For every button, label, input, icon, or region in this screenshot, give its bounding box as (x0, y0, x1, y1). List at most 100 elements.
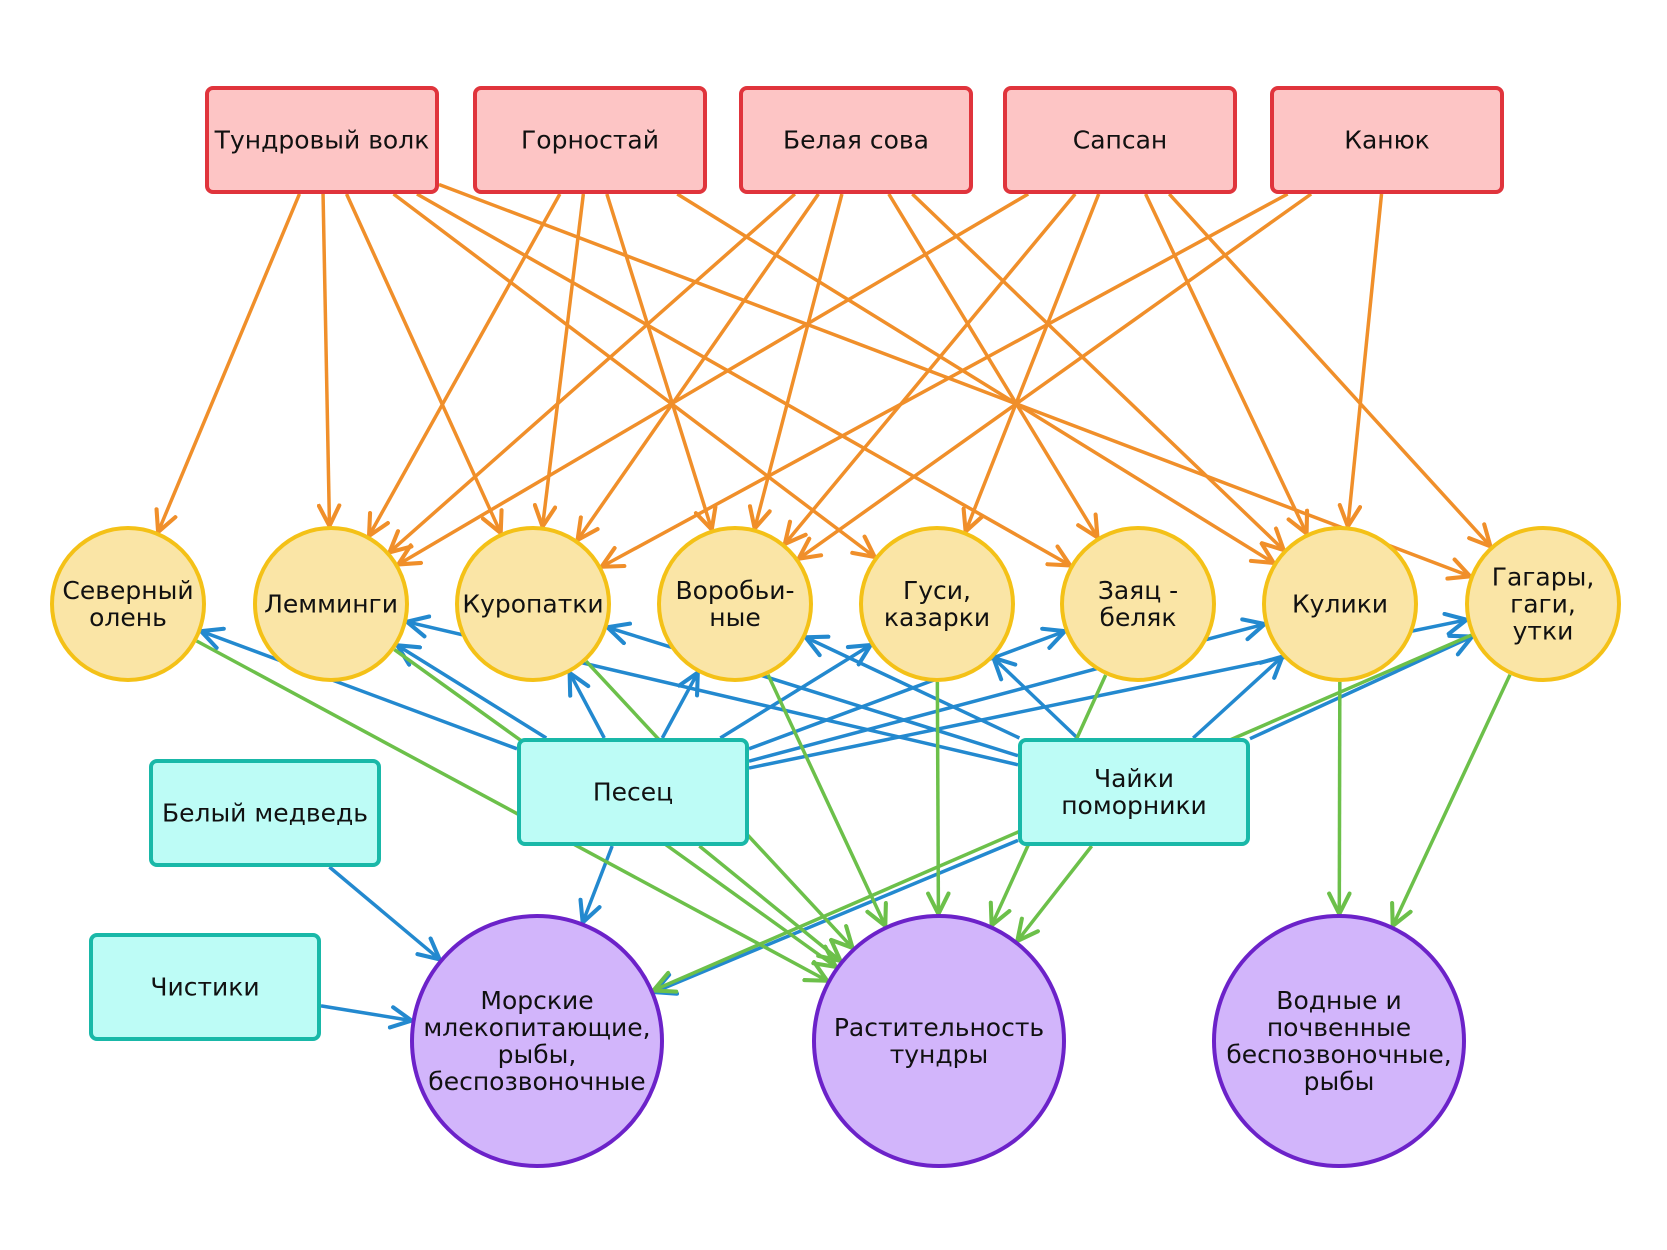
edge-falcon-to-lemmings (396, 192, 1030, 567)
node-box (517, 738, 749, 846)
wolf-predator-node: Тундровый волк (205, 86, 439, 194)
edge-owl-to-lemmings (387, 192, 797, 555)
node-label: млекопитающие, (423, 1013, 650, 1042)
edge-gulls-to-loons (1249, 633, 1475, 741)
node-label: Растительность (834, 1013, 1044, 1042)
node-label: гаги, (1510, 590, 1576, 619)
node-label: беспозвоночные (428, 1067, 645, 1096)
edge-fox-to-marine (578, 845, 614, 925)
owl-predator-node: Белая сова (739, 86, 973, 194)
node-label: Белая сова (783, 126, 929, 155)
edges-layer (154, 182, 1512, 1030)
edge-gulls-to-geese (991, 655, 1079, 740)
node-box (1018, 738, 1250, 846)
geese-prey-node: Гуси,казарки (859, 526, 1015, 682)
node-box (149, 759, 381, 867)
edge-gulls-to-sparrows (803, 634, 1021, 740)
edge-waders-to-aquatic (1327, 681, 1352, 917)
edge-gulls-to-marine (652, 838, 1019, 996)
node-label: олень (89, 603, 167, 632)
node-label: поморники (1061, 791, 1207, 820)
stoat-predator-node: Горностай (473, 86, 707, 194)
node-box (205, 86, 439, 194)
node-label: Заяц - (1098, 576, 1178, 605)
edge-reindeer-to-plants (195, 639, 830, 983)
node-circle (812, 914, 1066, 1168)
loons-prey-node: Гагары,гаги,утки (1465, 526, 1621, 682)
node-label: Песец (593, 778, 673, 807)
node-label: Лемминги (264, 590, 398, 619)
node-label: рыбы, (498, 1040, 577, 1069)
node-circle (859, 526, 1015, 682)
edge-falcon-to-geese (961, 193, 1101, 534)
node-box (1003, 86, 1237, 194)
lemmings-prey-node: Лемминги (253, 526, 409, 682)
node-label: рыбы (1304, 1067, 1375, 1096)
falcon-predator-node: Сапсан (1003, 86, 1237, 194)
node-box (473, 86, 707, 194)
edge-loons-to-aquatic (1390, 673, 1512, 928)
edge-wolf-to-lemmings (316, 193, 342, 529)
node-label: Гагары, (1492, 563, 1595, 592)
node-box (739, 86, 973, 194)
node-label: беляк (1100, 603, 1177, 632)
edge-wolf-to-geese (392, 192, 877, 560)
node-label: Морские (480, 986, 593, 1015)
node-circle (50, 526, 206, 682)
edge-owl-to-hare (887, 193, 1100, 540)
edge-falcon-to-sparrows (782, 192, 1077, 547)
edge-buzzard-to-waders (1337, 193, 1384, 529)
node-label: Северный (62, 576, 193, 605)
node-label: почвенные (1267, 1013, 1411, 1042)
edge-gulls-to-plants (1015, 844, 1094, 944)
node-circle (1465, 526, 1621, 682)
edge-sparrows-to-plants (766, 673, 888, 928)
node-box (89, 933, 321, 1041)
edge-geese-to-plants (926, 681, 951, 917)
node-label: Сапсан (1073, 126, 1168, 155)
node-label: Тундровый волк (214, 126, 430, 155)
node-label: Чайки (1094, 764, 1174, 793)
hare-prey-node: Заяц -беляк (1060, 526, 1216, 682)
node-label: тундры (890, 1040, 989, 1069)
node-label: Воробьи- (675, 576, 794, 605)
edge-stoat-to-sparrows (605, 193, 718, 532)
edge-fox-to-ptarmigan (567, 670, 606, 739)
edge-buzzard-to-sparrows (796, 192, 1313, 561)
sparrows-prey-node: Воробьи-ные (657, 526, 813, 682)
edge-fox-to-sparrows (660, 670, 700, 739)
edge-stoat-to-lemmings (366, 193, 562, 538)
edge-fox-to-lemmings (395, 643, 548, 740)
edge-fox-to-reindeer (199, 626, 518, 751)
edge-fox-to-geese (719, 642, 873, 740)
node-label: Чистики (150, 973, 259, 1002)
node-circle (657, 526, 813, 682)
fox-consumer-node: Песец (517, 738, 749, 846)
edge-owl-to-sparrows (747, 193, 844, 531)
edge-owl-to-waders (911, 192, 1286, 553)
node-circle (455, 526, 611, 682)
node-label: Кулики (1292, 590, 1388, 619)
buzzard-predator-node: Канюк (1270, 86, 1504, 194)
edge-gulls-to-waders (1191, 654, 1285, 740)
edge-fox-to-hare (748, 626, 1067, 751)
node-circle (1262, 526, 1418, 682)
edge-buzzard-to-ptarmigan (599, 192, 1289, 569)
edge-falcon-to-loons (1167, 192, 1493, 549)
node-label: ные (709, 603, 760, 632)
node-label: Куропатки (462, 590, 603, 619)
edge-bear-to-marine (328, 865, 442, 962)
edge-wolf-to-reindeer (154, 193, 302, 535)
node-label: Горностай (521, 126, 659, 155)
node-label: Канюк (1344, 126, 1430, 155)
ptarmigan-prey-node: Куропатки (455, 526, 611, 682)
edge-fox-to-plants (698, 844, 843, 963)
node-circle (1060, 526, 1216, 682)
node-label: казарки (884, 603, 990, 632)
